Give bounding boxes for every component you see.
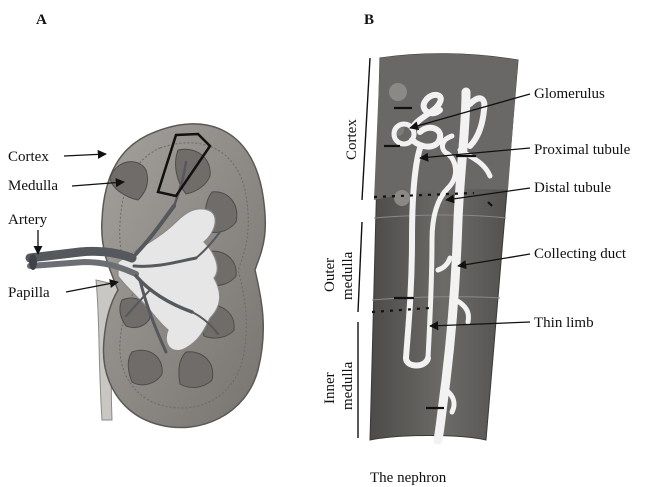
panel-a-label: A	[36, 12, 47, 28]
collecting-duct-label: Collecting duct	[534, 246, 627, 262]
distal-tubule-label: Distal tubule	[534, 180, 611, 196]
papilla-label: Papilla	[8, 285, 50, 301]
artery-cut-end	[29, 254, 37, 270]
nephron-illustration	[370, 54, 518, 440]
artery-label: Artery	[8, 212, 48, 228]
thin-limb-label: Thin limb	[534, 315, 594, 331]
zone-outer-label-2: medulla	[340, 251, 356, 300]
medulla-label: Medulla	[8, 178, 58, 194]
cortex-arrow	[64, 154, 106, 156]
zone-inner-label-1: Inner	[322, 372, 338, 404]
cortex-sphere-2	[394, 190, 410, 206]
proximal-tubule-label: Proximal tubule	[534, 142, 631, 158]
zone-brackets	[358, 58, 370, 438]
zone-cortex-label: Cortex	[344, 119, 360, 160]
zone-inner-label-2: medulla	[340, 361, 356, 410]
nephron-caption: The nephron	[370, 470, 447, 486]
kidney-illustration	[29, 124, 265, 428]
cortex-sphere	[389, 83, 407, 101]
panel-b-label: B	[364, 12, 374, 28]
zone-outer-label-1: Outer	[322, 258, 338, 292]
glomerulus-label: Glomerulus	[534, 86, 605, 102]
cortex-label: Cortex	[8, 149, 49, 165]
